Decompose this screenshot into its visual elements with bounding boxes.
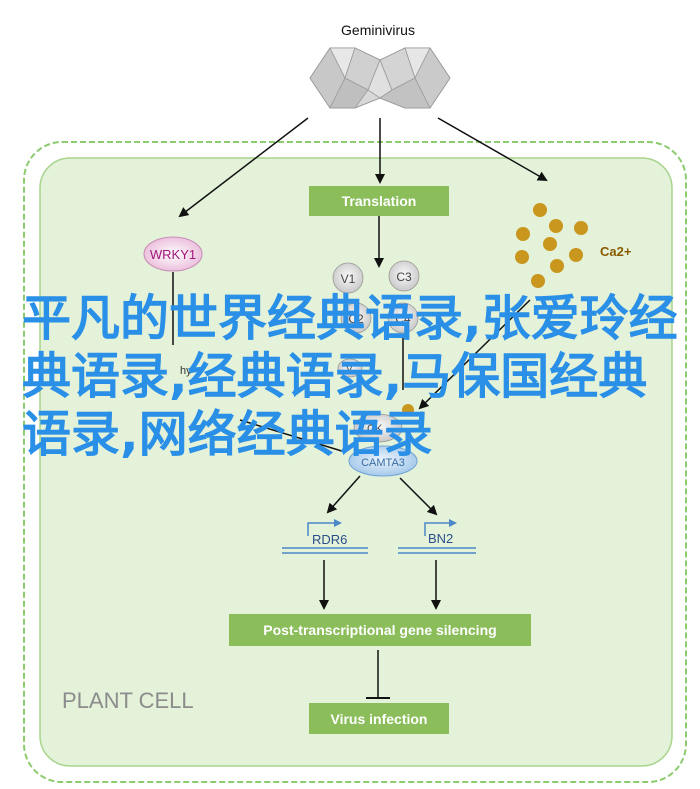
ca-dot [549,219,563,233]
ca-dot-small [402,404,414,416]
wrky1-label: WRKY1 [150,247,196,262]
ptgs-box [229,614,531,646]
ca-dot [531,274,545,288]
ca-dot [533,203,547,217]
virus-infection-box [309,703,449,734]
calcium-label: Ca2+ [600,244,632,259]
protein-c3-label: C3 [396,270,412,284]
ca-dot [550,259,564,273]
wrky1-node [143,236,203,272]
calcium-ions [515,203,588,288]
hy-fragment: hy [180,365,192,377]
viral-proteins: V1 C3 C2 C4 [332,260,420,334]
arrow-calcium-to-camta [418,299,531,410]
protein-c2 [340,302,372,334]
protein-v1-label: V1 [341,272,356,286]
camta3-node [348,445,418,477]
geminivirus-particle [309,47,451,109]
gene-bn2: BN2 [398,519,476,554]
ptgs-label: Post-transcriptional gene silencing [263,622,496,638]
protein-v1 [332,262,364,294]
v-small-label: V [346,364,353,375]
v-small-node [337,358,363,378]
virus-infection-label: Virus infection [331,711,428,727]
arrow-camta-to-rdr6 [326,475,361,514]
ca-dot [569,248,583,262]
rdr6-label: RDR6 [312,532,347,547]
translation-box [309,186,449,216]
ck-label: CK [367,423,383,435]
virus-label: Geminivirus [341,22,415,38]
ca-dot [516,227,530,241]
arrow-camta-to-bn2 [399,477,438,516]
inhibition-line [366,650,390,699]
ca-dot [574,221,588,235]
ca-dot [543,237,557,251]
arrow-virus-to-calcium [437,117,548,181]
protein-c4 [387,302,419,334]
translation-label: Translation [342,193,417,209]
ck-node [353,413,403,443]
arrow-to-camta [239,419,346,453]
bn2-label: BN2 [428,531,453,546]
ca-dot [515,250,529,264]
protein-c4-label: C4 [395,312,411,326]
arrow-virus-to-wrky [178,117,309,218]
camta3-label: CAMTA3 [361,457,405,469]
plant-cell-label: PLANT CELL [62,688,194,713]
protein-c3 [388,260,420,292]
gene-rdr6: RDR6 [282,519,368,554]
protein-c2-label: C2 [348,312,364,326]
